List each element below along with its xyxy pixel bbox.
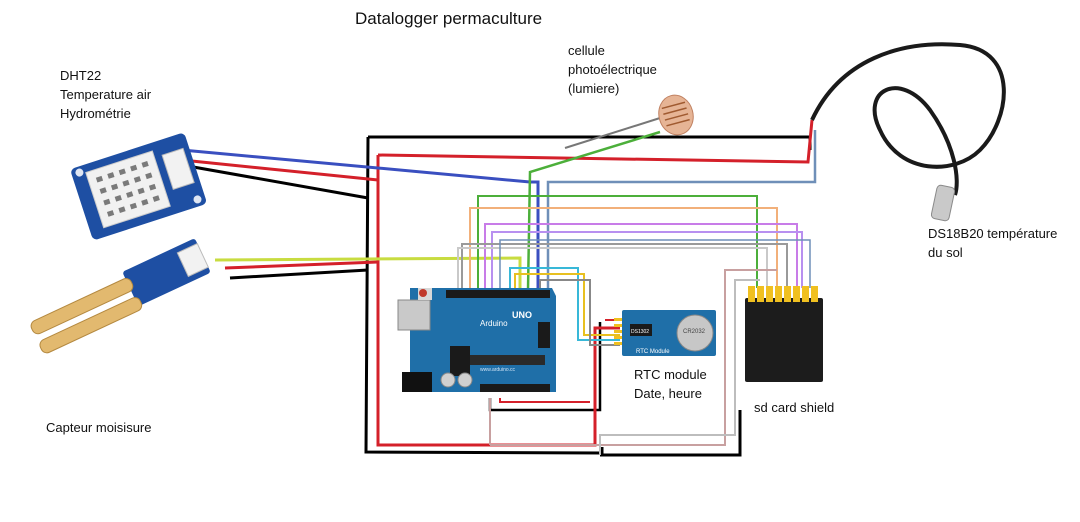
rtc-chip-text: DS1302	[631, 329, 649, 335]
wire-cyan-rtc	[509, 267, 620, 341]
wire-red-moisture	[224, 260, 379, 270]
wire-black-dht	[181, 163, 369, 200]
arduino-url-text: www.arduino.cc	[480, 367, 516, 373]
wire-rose-sd	[489, 269, 777, 446]
wire-lightgray-sd-ground	[599, 279, 760, 455]
moisture-label: Capteur moisisure	[46, 418, 152, 437]
arduino-model-text: UNO	[512, 310, 532, 320]
moisture-sensor	[30, 239, 210, 354]
dht22-label-line1: DHT22	[60, 68, 102, 83]
ds18b20-label-line2: du sol	[928, 245, 963, 260]
photocell-label-line3: (lumiere)	[568, 81, 620, 96]
rtc-module-board	[614, 310, 716, 356]
wire-steel-sd	[499, 239, 811, 290]
arduino-uno-board	[397, 288, 556, 392]
wire-gray-rtc	[539, 279, 620, 346]
wire-steelblue-ds18	[546, 130, 817, 290]
photocell-label: cellule photoélectrique (lumiere)	[568, 41, 657, 98]
wire-green-photo	[526, 130, 661, 291]
rtc-label: RTC module Date, heure	[634, 365, 707, 403]
rtc-battery-text: CR2032	[683, 329, 706, 335]
wire-gray-photo	[564, 117, 661, 149]
ds18b20-probe	[930, 184, 956, 222]
wire-purple-sd	[484, 223, 798, 290]
wire-yellow-rtc	[514, 273, 620, 336]
moisture-label-line1: Capteur moisisure	[46, 420, 152, 435]
wire-blue-dht	[181, 148, 540, 290]
wire-yellowgreen-moisture	[214, 256, 522, 290]
dht22-module	[71, 133, 206, 240]
wire-lavender-sd	[491, 231, 803, 290]
sd-card-shield	[745, 286, 823, 382]
arduino-brand-text: Arduino	[480, 319, 508, 328]
dht22-label: DHT22 Temperature air Hydrométrie	[60, 66, 151, 123]
wire-gray-sd	[461, 243, 788, 290]
wire-red-dht	[181, 158, 379, 182]
sd-label: sd card shield	[754, 398, 834, 417]
diagram-title: Datalogger permaculture	[355, 9, 543, 28]
wire-black-moisture	[229, 268, 369, 280]
dht22-label-line2: Temperature air	[60, 87, 152, 102]
wire-lightgray-sd	[457, 247, 768, 290]
rtc-caption-text: RTC Module	[636, 349, 670, 355]
photocell	[658, 94, 694, 136]
dht22-label-line3: Hydrométrie	[60, 106, 131, 121]
ds18b20-label: DS18B20 température du sol	[928, 224, 1057, 262]
photocell-label-line1: cellule	[568, 43, 605, 58]
sd-label-line1: sd card shield	[754, 400, 835, 415]
ds18b20-label-line1: DS18B20 température	[928, 226, 1058, 241]
photocell-label-line2: photoélectrique	[568, 62, 657, 77]
ds18b20-cable	[810, 42, 1006, 196]
wire-red-frame	[376, 119, 814, 447]
rtc-label-line1: RTC module	[634, 367, 707, 382]
rtc-label-line2: Date, heure	[634, 386, 702, 401]
